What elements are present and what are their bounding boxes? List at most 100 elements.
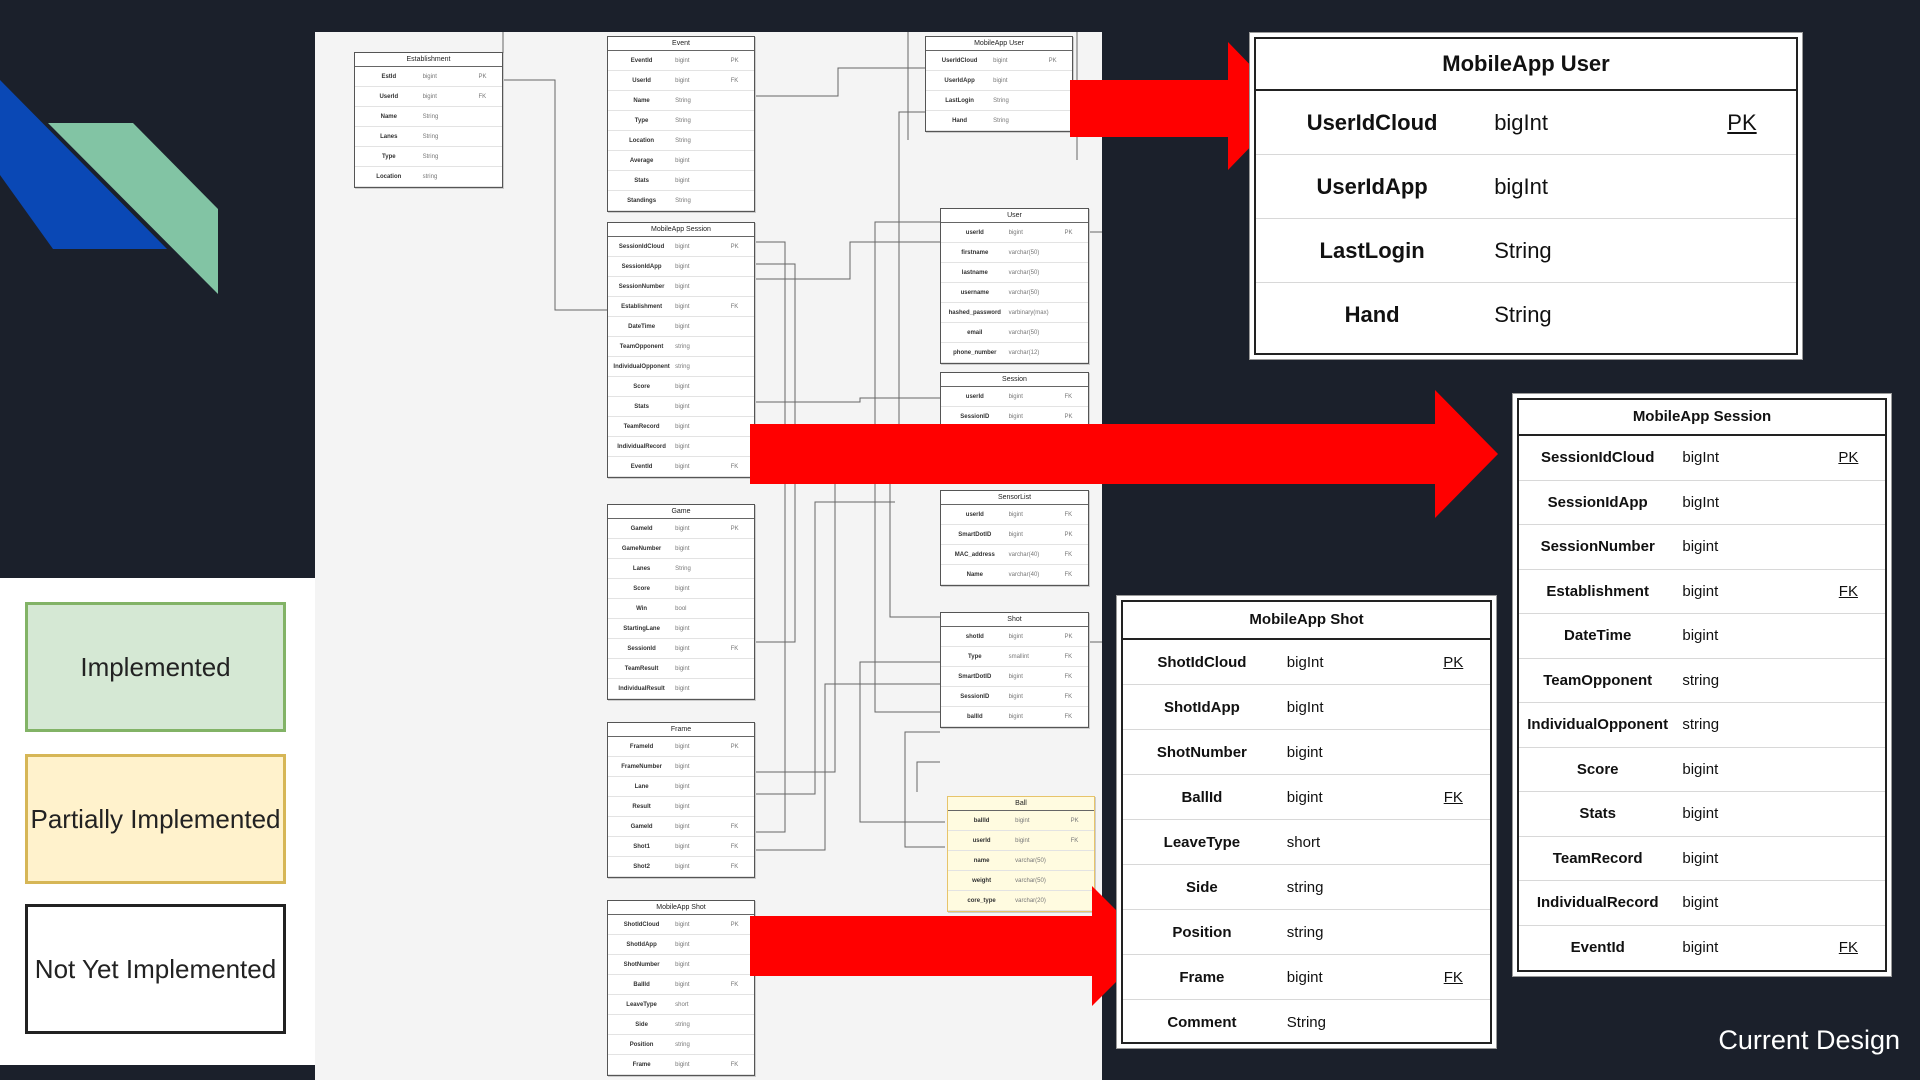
field-type: String xyxy=(422,133,439,140)
field-type: bigint xyxy=(1682,538,1719,556)
field-type: bigint xyxy=(993,57,1008,64)
field-type: bigint xyxy=(675,443,690,450)
field-name: DateTime xyxy=(1564,627,1632,645)
field-type: String xyxy=(675,565,691,572)
table-row: phone_number varchar(12) xyxy=(941,343,1088,363)
field-key: PK xyxy=(1070,817,1079,824)
field-name: SessionIdCloud xyxy=(618,243,665,250)
field-name: MAC_address xyxy=(954,551,995,558)
field-type: varchar(40) xyxy=(1008,571,1040,578)
field-key: FK xyxy=(1443,968,1463,986)
legend-partially-implemented: Partially Implemented xyxy=(25,754,286,884)
field-name: SmartDotID xyxy=(958,531,992,538)
field-type: bigint xyxy=(675,423,690,430)
field-name: Lanes xyxy=(380,133,398,140)
field-name: SessionId xyxy=(627,645,656,652)
field-type: bigint xyxy=(675,763,690,770)
field-type: bigint xyxy=(1682,805,1719,823)
field-name: IndividualOpponent xyxy=(613,363,670,370)
field-type: String xyxy=(675,197,691,204)
arrow-icon xyxy=(750,390,1498,518)
field-type: bigint xyxy=(675,585,690,592)
field-name: Type xyxy=(968,653,982,660)
field-type: varchar(50) xyxy=(1015,857,1046,864)
field-key: FK xyxy=(730,843,739,850)
field-key: FK xyxy=(1064,693,1073,700)
field-type: varbinary(max) xyxy=(1008,309,1049,316)
field-type: bigint xyxy=(675,783,690,790)
field-type: bigint xyxy=(1008,393,1023,400)
field-key: PK xyxy=(1727,109,1757,135)
field-name: userId xyxy=(972,837,991,844)
field-type: varchar(50) xyxy=(1008,249,1040,256)
field-key: PK xyxy=(1064,531,1073,538)
field-type: String xyxy=(993,97,1009,104)
field-name: phone_number xyxy=(953,349,997,356)
slide-footer-label: Current Design xyxy=(1718,1025,1900,1055)
field-name: TeamRecord xyxy=(623,423,660,430)
field-name: Hand xyxy=(1344,302,1400,327)
table-title: Session xyxy=(941,373,1088,387)
field-key: PK xyxy=(730,743,739,750)
field-type: bigint xyxy=(675,383,690,390)
field-name: hashed_password xyxy=(948,309,1001,316)
field-key: FK xyxy=(478,93,487,100)
field-key: FK xyxy=(1064,673,1073,680)
legend-implemented: Implemented xyxy=(25,602,286,732)
field-type: string xyxy=(1682,716,1720,734)
field-type: bigint xyxy=(675,625,690,632)
field-type: bool xyxy=(675,605,687,612)
field-name: Stats xyxy=(1579,805,1617,823)
field-type: string xyxy=(1286,923,1324,941)
field-name: shotId xyxy=(965,633,984,640)
field-key: PK xyxy=(1064,633,1073,640)
field-type: bigint xyxy=(1286,788,1323,806)
field-type: varchar(12) xyxy=(1008,349,1040,356)
field-type: varchar(50) xyxy=(1008,289,1040,296)
field-name: Win xyxy=(636,605,648,612)
logo-green-stripe xyxy=(48,123,218,294)
field-type: bigint xyxy=(1008,633,1023,640)
arrow-icon xyxy=(750,886,1152,1006)
field-type: varchar(40) xyxy=(1008,551,1040,558)
field-key: PK xyxy=(730,921,739,928)
